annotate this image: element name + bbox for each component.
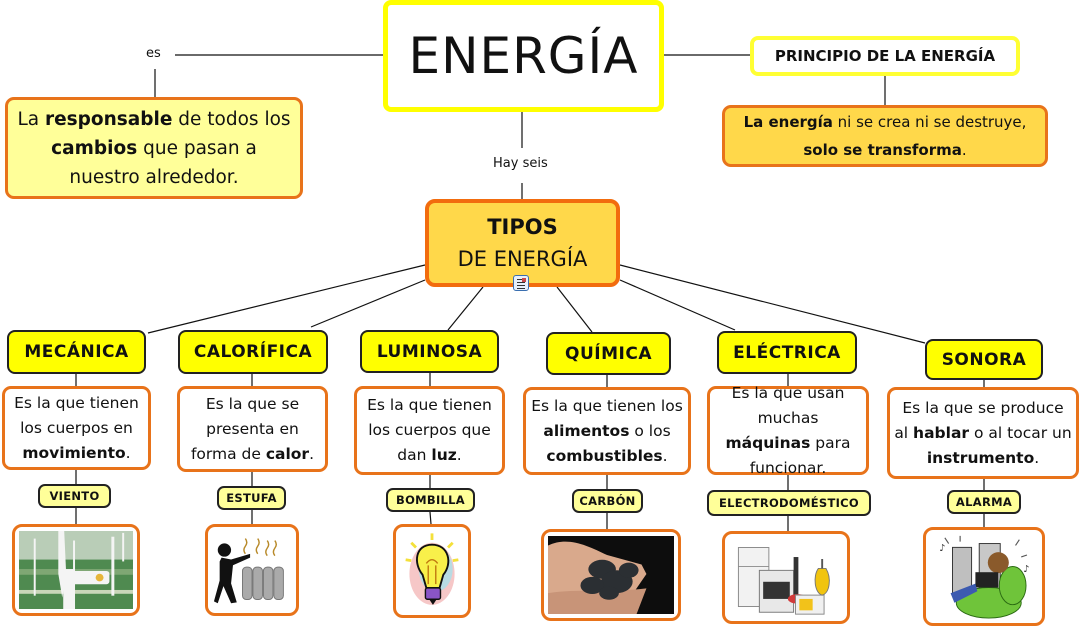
loud-music-image: ♪♪ bbox=[923, 527, 1045, 626]
principle-text: La energía ni se crea ni se destruye, so… bbox=[743, 113, 1027, 159]
type-label-luminosa[interactable]: LUMINOSA bbox=[360, 330, 499, 373]
coal-image bbox=[541, 529, 681, 621]
example-bombilla[interactable]: BOMBILLA bbox=[386, 488, 475, 512]
principle-title-node[interactable]: PRINCIPIO DE LA ENERGÍA bbox=[750, 36, 1020, 76]
example-carbon[interactable]: CARBÓN bbox=[572, 489, 643, 513]
type-label-sonora[interactable]: SONORA bbox=[925, 339, 1043, 380]
principle-title: PRINCIPIO DE LA ENERGÍA bbox=[774, 47, 996, 65]
wind-turbine-icon bbox=[19, 531, 133, 609]
svg-text:♪: ♪ bbox=[1023, 564, 1029, 575]
heater-icon bbox=[213, 538, 284, 604]
types-node-line2: DE ENERGÍA bbox=[457, 247, 588, 271]
link-label-hay-seis: Hay seis bbox=[493, 156, 548, 171]
type-desc-quimica[interactable]: Es la que tienen los alimentos o los com… bbox=[523, 387, 691, 475]
type-label-quimica[interactable]: QUÍMICA bbox=[546, 332, 671, 375]
note-icon[interactable] bbox=[513, 275, 529, 291]
types-node-line1: TIPOS bbox=[487, 215, 558, 239]
definition-text: La responsable de todos los cambios que … bbox=[17, 108, 291, 188]
types-of-energy-node[interactable]: TIPOS DE ENERGÍA bbox=[425, 199, 620, 287]
heater-image bbox=[205, 524, 299, 616]
light-bulb-image bbox=[393, 524, 471, 618]
type-label-mecanica[interactable]: MECÁNICA bbox=[7, 330, 146, 374]
coal-icon bbox=[548, 536, 674, 614]
type-desc-mecanica[interactable]: Es la que tienen los cuerpos en movimien… bbox=[2, 386, 151, 470]
svg-text:♪: ♪ bbox=[939, 543, 945, 554]
definition-node[interactable]: La responsable de todos los cambios que … bbox=[5, 97, 303, 199]
link-label-es: es bbox=[146, 46, 161, 61]
example-estufa[interactable]: ESTUFA bbox=[217, 486, 286, 510]
type-desc-sonora[interactable]: Es la que se produce al hablar o al toca… bbox=[887, 387, 1079, 479]
type-desc-luminosa[interactable]: Es la que tienen los cuerpos que dan luz… bbox=[354, 386, 505, 475]
appliances-icon bbox=[737, 547, 830, 615]
appliances-image bbox=[722, 531, 850, 624]
type-desc-electrica[interactable]: Es la que usan muchas máquinas para func… bbox=[707, 384, 869, 477]
type-desc-calorifica[interactable]: Es la que se presenta en forma de calor. bbox=[177, 386, 328, 472]
root-node-energia[interactable]: ENERGÍA bbox=[383, 0, 664, 112]
root-title: ENERGÍA bbox=[408, 27, 639, 85]
type-label-electrica[interactable]: ELÉCTRICA bbox=[717, 331, 857, 374]
wind-turbine-image bbox=[12, 524, 140, 616]
light-bulb-icon bbox=[405, 533, 459, 605]
principle-description-node[interactable]: La energía ni se crea ni se destruye, so… bbox=[722, 105, 1048, 167]
example-electrodomestico[interactable]: ELECTRODOMÉSTICO bbox=[707, 490, 871, 516]
example-viento[interactable]: VIENTO bbox=[38, 484, 111, 508]
loud-music-icon: ♪♪ bbox=[939, 535, 1029, 619]
example-alarma[interactable]: ALARMA bbox=[947, 490, 1021, 514]
type-label-calorifica[interactable]: CALORÍFICA bbox=[178, 330, 328, 374]
